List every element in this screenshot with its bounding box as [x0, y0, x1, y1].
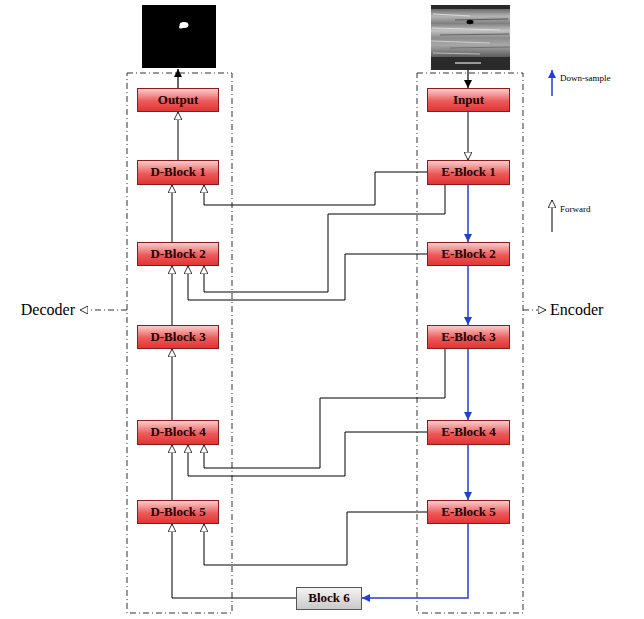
- mask-blob: [180, 22, 189, 28]
- block-label: E-Block 5: [441, 505, 496, 519]
- legend-item: Down-sample: [560, 73, 611, 84]
- forward-arrow: [178, 112, 179, 160]
- section-label: Encoder: [550, 300, 603, 319]
- decoder-block: D-Block 2: [137, 242, 219, 266]
- output-image-arrow: [177, 69, 178, 88]
- ultrasound-speckle: [433, 53, 480, 54]
- decoder-block: D-Block 3: [137, 325, 219, 349]
- input-box: Input: [427, 88, 510, 112]
- decoder-block: D-Block 1: [137, 160, 219, 185]
- ultrasound-lesion: [467, 20, 474, 24]
- legend-sample: [551, 70, 553, 96]
- legend-sample: [552, 200, 553, 232]
- encoder-block: E-Block 2: [427, 242, 510, 266]
- encoder-block: E-Block 1: [427, 160, 510, 185]
- ultrasound-speckle: [431, 14, 510, 54]
- section-label: Decoder: [21, 300, 75, 319]
- downsample-arrow: [467, 185, 469, 242]
- decoder-block: D-Block 5: [137, 500, 219, 524]
- forward-arrow: [172, 349, 173, 420]
- downsample-arrow: [467, 349, 469, 420]
- forward-arrow: [204, 349, 445, 468]
- block-label: E-Block 2: [441, 247, 496, 261]
- forward-arrow: [468, 112, 469, 160]
- ultrasound-speckle: [440, 34, 509, 35]
- downsample-arrow: [467, 266, 469, 325]
- downsample-arrow: [362, 524, 468, 598]
- bottleneck-block: Block 6: [296, 587, 362, 610]
- block-label: Output: [158, 93, 198, 107]
- block-label: D-Block 3: [150, 330, 205, 344]
- block-label: E-Block 3: [441, 330, 496, 344]
- decoder-leader: [80, 310, 127, 311]
- legend-label: Down-sample: [560, 73, 611, 83]
- forward-arrow: [188, 432, 427, 476]
- block-label: E-Block 4: [441, 425, 496, 439]
- mask-image: [142, 5, 216, 68]
- input-image-arrow: [467, 70, 468, 88]
- output-box: Output: [137, 88, 219, 112]
- mask-blob: [179, 26, 183, 29]
- block-label: D-Block 5: [150, 505, 205, 519]
- block-label: D-Block 2: [150, 247, 205, 261]
- ultrasound-marking: [455, 62, 481, 64]
- forward-arrow: [204, 172, 427, 205]
- block-label: Input: [453, 93, 484, 107]
- encoder-block: E-Block 4: [427, 420, 510, 445]
- encoder-block: E-Block 5: [427, 500, 510, 524]
- downsample-arrow: [467, 445, 469, 500]
- legend-label: Forward: [560, 204, 591, 214]
- decoder-block: D-Block 4: [137, 420, 219, 445]
- legend-item: Forward: [560, 204, 591, 215]
- forward-arrow: [204, 512, 427, 565]
- forward-arrow: [172, 266, 173, 325]
- block-label: Block 6: [308, 591, 350, 605]
- ultrasound-speckle: [455, 19, 508, 20]
- ultrasound-image: [431, 5, 510, 70]
- encoder-leader: [523, 310, 546, 311]
- forward-arrow: [188, 254, 427, 300]
- encoder-frame: [417, 73, 523, 613]
- forward-arrow: [204, 185, 445, 292]
- decoder-frame: [127, 73, 232, 613]
- forward-arrow: [172, 445, 173, 500]
- forward-arrow: [172, 524, 296, 598]
- block-label: D-Block 4: [150, 425, 205, 439]
- encoder-block: E-Block 3: [427, 325, 510, 349]
- forward-arrow: [172, 185, 173, 242]
- ultrasound-speckle: [432, 28, 500, 30]
- ultrasound-speckle: [450, 47, 510, 48]
- ultrasound-texture: [431, 9, 510, 57]
- block-label: D-Block 1: [150, 165, 205, 179]
- ultrasound-speckle: [433, 14, 470, 16]
- block-label: E-Block 1: [441, 165, 496, 179]
- ultrasound-speckle: [431, 41, 490, 43]
